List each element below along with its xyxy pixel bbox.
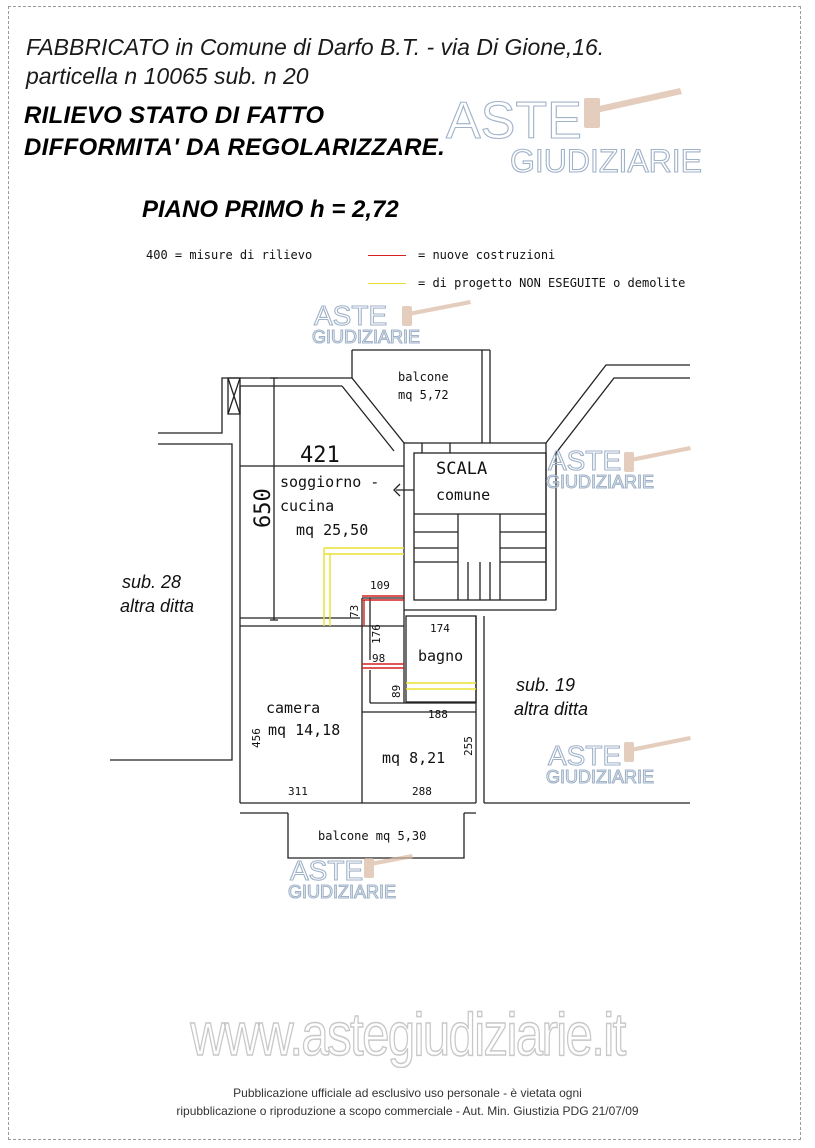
demolished-wall-yellow-1: [324, 547, 404, 555]
label-camera: camera: [266, 699, 320, 717]
footer-line-2: ripubblicazione o riproduzione a scopo c…: [176, 1104, 639, 1118]
watermark-giudiziarie-3: GIUDIZIARIE: [546, 472, 654, 492]
wall-left-top: [158, 377, 352, 434]
watermark-url: www.astegiudiziarie.it: [190, 1000, 627, 1069]
legend-red-line: [368, 255, 406, 256]
dim-188: 188: [428, 708, 448, 721]
legend-measures: 400 = misure di rilievo: [146, 248, 313, 262]
dim-89: 89: [390, 685, 403, 698]
legend-new-construction: = nuove costruzioni: [418, 248, 556, 262]
dim-456: 456: [250, 728, 263, 748]
watermark-aste-4: ASTE: [548, 740, 621, 771]
dim-311: 311: [288, 785, 308, 798]
balcony-bottom: [287, 813, 465, 859]
demolished-wall-yellow-2: [406, 682, 476, 690]
label-camera-area: mq 14,18: [268, 721, 340, 739]
building-address: FABBRICATO in Comune di Darfo B.T. - via…: [26, 34, 605, 60]
watermark-giudiziarie-5: GIUDIZIARIE: [288, 882, 396, 902]
dim-174: 174: [430, 622, 450, 635]
dim-73: 73: [348, 605, 361, 618]
footer-line-1: Pubblicazione ufficiale ad esclusivo uso…: [233, 1086, 582, 1100]
label-scala: SCALA: [436, 459, 487, 479]
watermark-aste-2: ASTE: [314, 300, 387, 331]
neighbor-left-owner: altra ditta: [120, 596, 194, 616]
dim-109: 109: [370, 579, 390, 592]
watermark-aste-5: ASTE: [290, 855, 363, 886]
label-soggiorno: soggiorno -: [280, 473, 379, 491]
watermark-giudiziarie-4: GIUDIZIARIE: [546, 767, 654, 787]
parcel-id: particella n 10065 sub. n 20: [26, 63, 309, 89]
discrepancy-title: DIFFORMITA' DA REGOLARIZZARE.: [24, 134, 446, 161]
label-balcone-bottom: balcone mq 5,30: [318, 829, 426, 843]
dim-650: 650: [251, 488, 276, 528]
survey-title: RILIEVO STATO DI FATTO: [24, 102, 325, 129]
label-balcone-top: balcone: [398, 370, 449, 384]
dim-255: 255: [462, 736, 475, 756]
neighbor-left-sub: sub. 28: [122, 572, 181, 592]
label-bagno: bagno: [418, 647, 463, 665]
new-wall-red-2: [362, 663, 404, 669]
watermark-giudiziarie-2: GIUDIZIARIE: [312, 327, 420, 347]
chimney-cross: [227, 377, 241, 415]
dim-176: 176: [370, 624, 383, 644]
neighbor-right-owner: altra ditta: [514, 699, 588, 719]
label-cucina: cucina: [280, 497, 334, 515]
dim-288: 288: [412, 785, 432, 798]
watermark-gavel-1: [590, 88, 682, 114]
wall-diagonal-right: [545, 364, 690, 444]
chimney-block: [227, 377, 241, 415]
watermark-gavel-5: [370, 854, 413, 866]
wall-left-outer: [110, 443, 233, 761]
neighbor-right-sub: sub. 19: [516, 675, 575, 695]
watermark-giudiziarie-large: GIUDIZIARIE: [510, 143, 702, 179]
label-balcone-top-area: mq 5,72: [398, 388, 449, 402]
dim-421: 421: [300, 443, 340, 468]
watermark-gavel-4: [630, 736, 691, 752]
label-soggiorno-area: mq 25,50: [296, 521, 368, 539]
watermark-gavel-2: [408, 300, 471, 316]
label-third-area: mq 8,21: [382, 749, 445, 767]
label-scala-comune: comune: [436, 486, 490, 504]
legend-not-executed: = di progetto NON ESEGUITE o demolite: [418, 276, 686, 290]
new-wall-red-1: [362, 595, 404, 601]
watermark-gavel-3: [630, 446, 691, 462]
page-border: [8, 6, 801, 1140]
legend-yellow-line: [368, 283, 406, 284]
watermark-aste-large: ASTE: [446, 92, 582, 150]
floor-title: PIANO PRIMO h = 2,72: [142, 196, 399, 223]
dim-98: 98: [372, 652, 385, 665]
watermark-aste-3: ASTE: [548, 445, 621, 476]
